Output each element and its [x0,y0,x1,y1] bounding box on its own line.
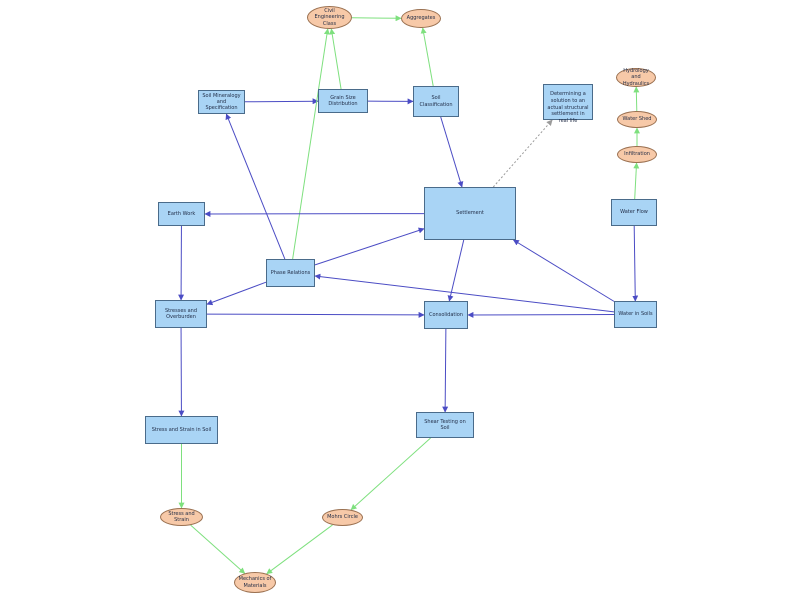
node-hydrology-and-hydraulics[interactable]: Hydrology and Hydraulics [616,68,656,87]
edge-shear-testing-to-mohrs-circle [350,437,431,511]
node-stress-and-strain[interactable]: Stress and Strain [160,508,203,526]
edge-civil-eng-to-aggregates [351,15,402,22]
node-phase-relations[interactable]: Phase Relations [266,259,315,287]
edge-stress-strain-to-mechanics [190,524,246,574]
node-earth-work[interactable]: Earth Work [158,202,205,226]
node-shear-testing-on-soil[interactable]: Shear Testing on Soil [416,412,474,438]
node-aggregates[interactable]: Aggregates [401,9,441,28]
node-mohrs-circle[interactable]: Mohrs Circle [322,509,363,526]
node-stress-and-strain-in-soil[interactable]: Stress and Strain in Soil [145,416,218,444]
node-infiltration[interactable]: Infiltration [617,146,657,163]
edge-mohrs-circle-to-mechanics [266,524,333,575]
node-determining-a-solution[interactable]: Determining a solution to an actual stru… [543,84,593,124]
edge-soil-classification-to-settlement [440,116,464,188]
node-mechanics-of-materials[interactable]: Mechanics of Materials [234,572,276,593]
edge-water-flow-to-water-in-soils [632,225,639,302]
edge-soil-classification-to-aggregates [420,27,434,87]
node-stresses-and-overburden[interactable]: Stresses and Overburden [155,300,207,328]
node-water-in-soils[interactable]: Water in Soils [614,301,657,328]
node-water-shed[interactable]: Water Shed [617,111,657,128]
node-civil-engineering-class[interactable]: Civil Engineering Class [307,6,352,29]
edge-settlement-to-determining [492,119,553,188]
edge-settlement-to-consolidation [447,239,465,302]
node-water-flow[interactable]: Water Flow [611,199,657,226]
node-soil-classification[interactable]: Soil Classification [413,86,459,117]
node-soil-mineralogy-and-specification[interactable]: Soil Mineralogy and Specification [198,90,245,114]
edge-phase-relations-to-stresses-overburden [206,281,267,306]
edge-water-shed-to-hydrology [633,86,640,112]
edge-phase-relations-to-soil-mineralogy [225,113,286,260]
edge-stresses-overburden-to-consolidation [206,311,425,318]
edge-soil-mineralogy-to-grain-size [244,98,319,105]
node-grain-size-distribution[interactable]: Grain Size Distribution [318,89,368,113]
edge-water-in-soils-to-phase-relations [314,273,615,313]
edge-water-in-soils-to-settlement [512,239,615,302]
node-consolidation[interactable]: Consolidation [424,301,468,329]
edge-grain-size-to-civil-eng [329,28,342,90]
edge-water-flow-to-infiltration [633,162,640,200]
edge-phase-relations-to-settlement [314,227,425,266]
edge-consolidation-to-shear-testing [442,328,449,413]
edge-phase-relations-to-civil-eng [292,28,330,260]
node-settlement[interactable]: Settlement [424,187,516,240]
